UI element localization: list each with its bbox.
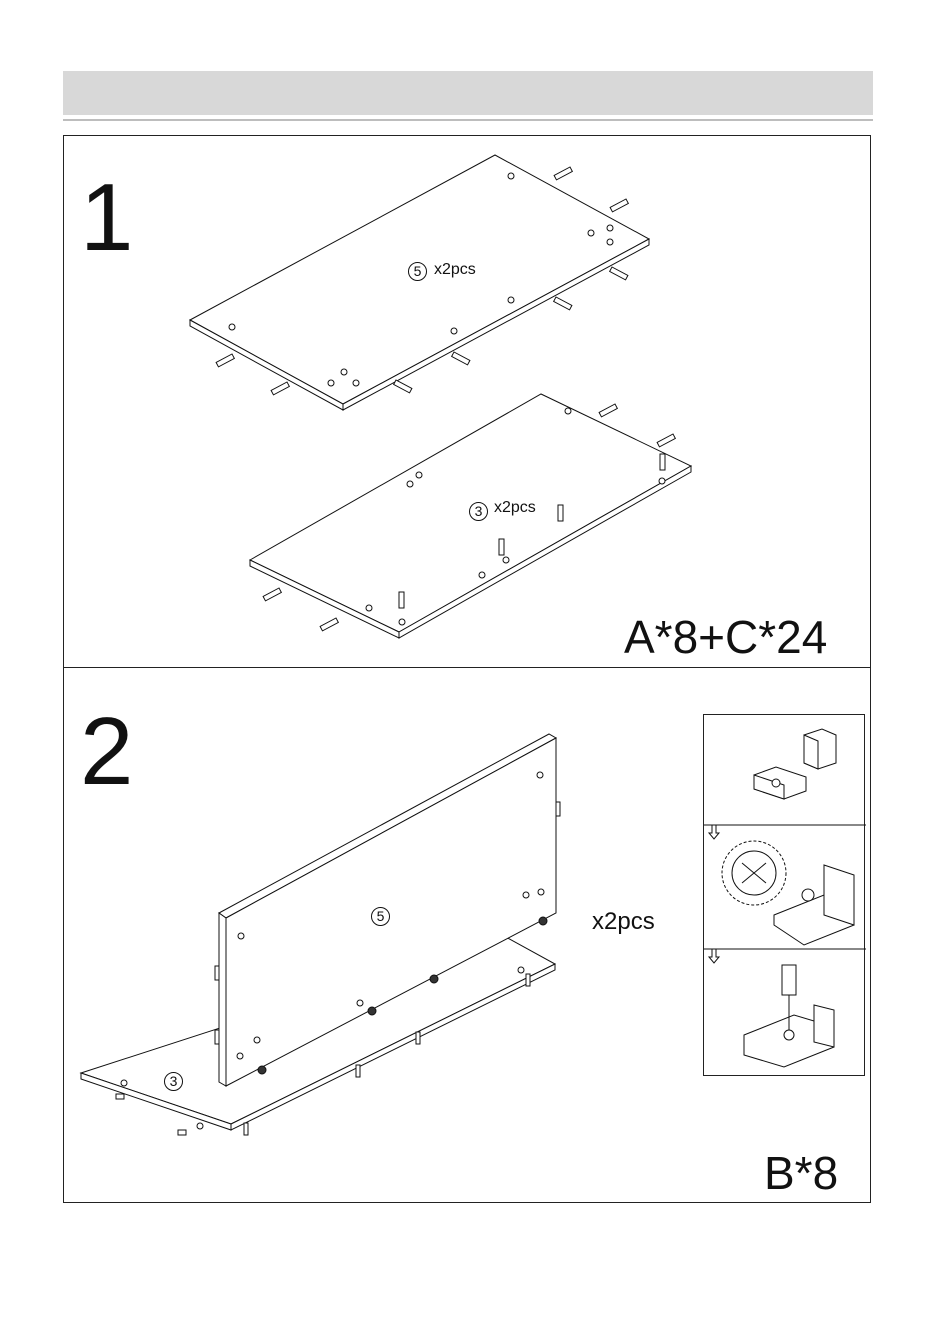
step-1-illustration [64,136,872,669]
part-3-marker: 3 [164,1072,183,1091]
cam-lock [368,1007,376,1015]
cam-lock-detail-inset [703,714,865,1076]
header-bar [63,71,873,115]
dowel [394,380,412,393]
assembly-qty: x2pcs [592,910,655,934]
cam-bolt [558,505,563,521]
part-5-qty: x2pcs [434,262,476,278]
dowel [263,588,281,601]
dowel [657,434,675,447]
dowel [216,354,234,367]
part-3-qty: x2pcs [494,500,536,516]
cam-lock-detail-illustration [704,715,866,1077]
step-1-panel: 1 [63,135,871,668]
cam-lock [539,917,547,925]
part-3-marker: 3 [469,502,488,521]
part-5-marker: 5 [408,262,427,281]
dowel [610,199,628,212]
step-2-panel: 2 [63,667,871,1203]
dowel [554,297,572,310]
header-rule [63,119,873,121]
cam-bolt [660,454,665,470]
part-5-marker: 5 [371,907,390,926]
cam-lock [430,975,438,983]
hardware-label: A*8+C*24 [624,614,827,660]
dowel [599,404,617,417]
cam-lock [258,1066,266,1074]
dowel [452,352,470,365]
cam-bolt [399,592,404,608]
cam-bolt [499,539,504,555]
dowel [320,618,338,631]
dowel [610,267,628,280]
dowel [271,382,289,395]
panel-5-left-edge [219,913,226,1086]
dowel [554,167,572,180]
hardware-label: B*8 [764,1150,838,1196]
